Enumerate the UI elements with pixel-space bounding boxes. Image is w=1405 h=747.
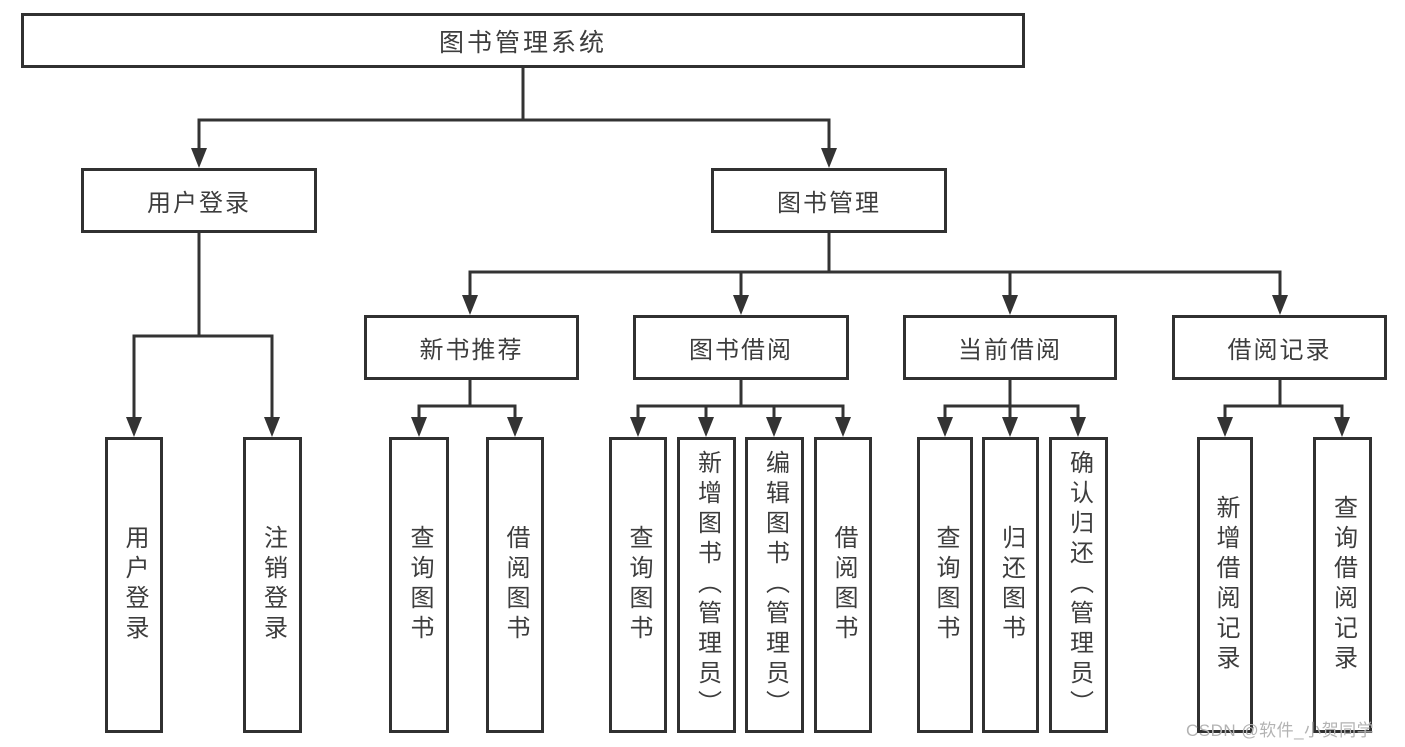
leaf-user-login: 用户登录 bbox=[105, 437, 163, 733]
arrowheads bbox=[126, 148, 1350, 437]
node-new-book-recommendation: 新书推荐 bbox=[364, 315, 579, 380]
csdn-watermark: CSDN @软件_小贺同学 bbox=[1186, 721, 1375, 740]
node-borrowing-records: 借阅记录 bbox=[1172, 315, 1387, 380]
node-user-login-group: 用户登录 bbox=[81, 168, 317, 233]
leaf-borrow-books-2: 借阅图书 bbox=[814, 437, 872, 733]
node-book-borrowing: 图书借阅 bbox=[633, 315, 849, 380]
leaf-add-borrow-record: 新增借阅记录 bbox=[1197, 437, 1253, 733]
leaf-logout: 注销登录 bbox=[243, 437, 302, 733]
leaf-query-books-2: 查询图书 bbox=[609, 437, 667, 733]
leaf-return-books: 归还图书 bbox=[982, 437, 1039, 733]
leaf-edit-books-admin: 编辑图书（管理员） bbox=[745, 437, 804, 733]
leaf-query-books-3: 查询图书 bbox=[917, 437, 973, 733]
node-current-borrowing: 当前借阅 bbox=[903, 315, 1117, 380]
leaf-query-borrow-record: 查询借阅记录 bbox=[1313, 437, 1372, 733]
leaf-add-books-admin: 新增图书（管理员） bbox=[677, 437, 736, 733]
leaf-confirm-return-admin: 确认归还（管理员） bbox=[1049, 437, 1108, 733]
leaf-borrow-books-1: 借阅图书 bbox=[486, 437, 544, 733]
node-library-management-system: 图书管理系统 bbox=[21, 13, 1025, 68]
leaf-query-books-1: 查询图书 bbox=[389, 437, 449, 733]
node-book-management-group: 图书管理 bbox=[711, 168, 947, 233]
